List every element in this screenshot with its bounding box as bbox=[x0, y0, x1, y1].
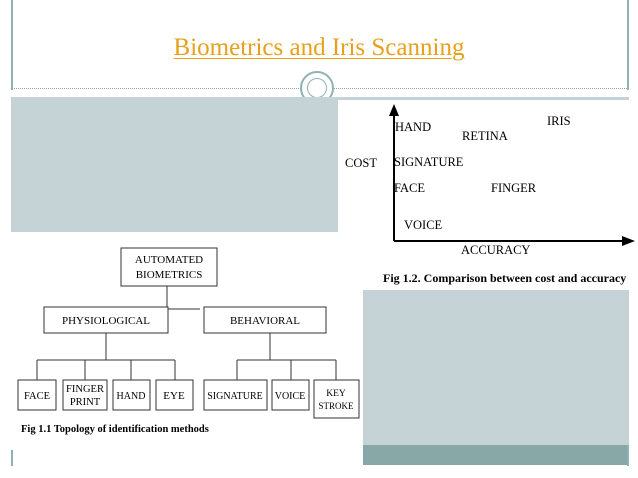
leaf-node-finger-print bbox=[62, 379, 108, 411]
frame-right-line bbox=[627, 0, 629, 90]
frame-top-line bbox=[11, 0, 13, 90]
leaf-node-signature bbox=[203, 379, 268, 411]
y-axis-arrow-icon bbox=[389, 104, 399, 116]
x-axis-arrow-icon bbox=[622, 236, 635, 246]
chart-point-label-iris: IRIS bbox=[547, 114, 571, 128]
leaf-node-voice-label: VOICE bbox=[275, 391, 306, 402]
root-node-label: AUTOMATED bbox=[135, 254, 203, 266]
branch-node-physiological bbox=[43, 306, 169, 334]
frame-bottom-right-line bbox=[627, 445, 629, 466]
footer-band bbox=[363, 445, 629, 465]
leaf-node-eye-label: EYE bbox=[163, 390, 185, 402]
frame-bottom-left-line bbox=[11, 445, 13, 466]
chart-point-label-finger: FINGER bbox=[491, 181, 537, 195]
cost-accuracy-chart-panel: COST ACCURACY HAND RETINA IRIS SIGNATURE FAC… bbox=[338, 100, 638, 290]
root-node bbox=[120, 247, 218, 287]
chart-point-label-hand: HAND bbox=[395, 120, 431, 134]
chart-point-label-retina: RETINA bbox=[462, 129, 508, 143]
branch-node-behavioral-label: BEHAVIORAL bbox=[230, 315, 300, 327]
topology-diagram-panel: AUTOMATED BIOMETRICS PHYSIOLOGICAL BEHAV… bbox=[0, 232, 363, 450]
leaf-node-signature-label: SIGNATURE bbox=[207, 391, 263, 402]
leaf-node-hand bbox=[112, 379, 151, 411]
y-axis-label: COST bbox=[345, 156, 377, 170]
leaf-node-key-stroke-label-line2: STROKE bbox=[318, 401, 354, 411]
branch-node-behavioral bbox=[203, 306, 327, 334]
chart-caption: Fig 1.2. Comparison between cost and acc… bbox=[383, 271, 626, 285]
chart-point-label-signature: SIGNATURE bbox=[394, 155, 464, 169]
cost-accuracy-chart: COST ACCURACY HAND RETINA IRIS SIGNATURE FAC… bbox=[345, 104, 635, 285]
leaf-node-voice bbox=[271, 379, 310, 411]
leaf-node-eye bbox=[155, 379, 194, 411]
branch-node-physiological-label: PHYSIOLOGICAL bbox=[62, 315, 150, 327]
leaf-node-key-stroke bbox=[313, 379, 360, 419]
x-axis-label: ACCURACY bbox=[461, 243, 530, 257]
topology-diagram: AUTOMATED BIOMETRICS PHYSIOLOGICAL BEHAV… bbox=[17, 247, 360, 435]
leaf-node-finger-print-label-line2: PRINT bbox=[70, 397, 101, 408]
leaf-node-key-stroke-label: KEY bbox=[326, 389, 346, 399]
leaf-node-finger-print-label: FINGER bbox=[66, 384, 104, 395]
chart-point-label-face: FACE bbox=[394, 181, 425, 195]
chart-point-label-voice: VOICE bbox=[404, 218, 443, 232]
topology-caption: Fig 1.1 Topology of identification metho… bbox=[21, 424, 209, 435]
slide-title[interactable]: Biometrics and Iris Scanning bbox=[173, 34, 465, 61]
leaf-node-hand-label: HAND bbox=[117, 391, 146, 402]
leaf-node-face bbox=[17, 379, 57, 411]
root-node-label-line2: BIOMETRICS bbox=[136, 269, 203, 281]
content-block-right bbox=[363, 290, 629, 445]
leaf-node-face-label: FACE bbox=[24, 391, 50, 402]
